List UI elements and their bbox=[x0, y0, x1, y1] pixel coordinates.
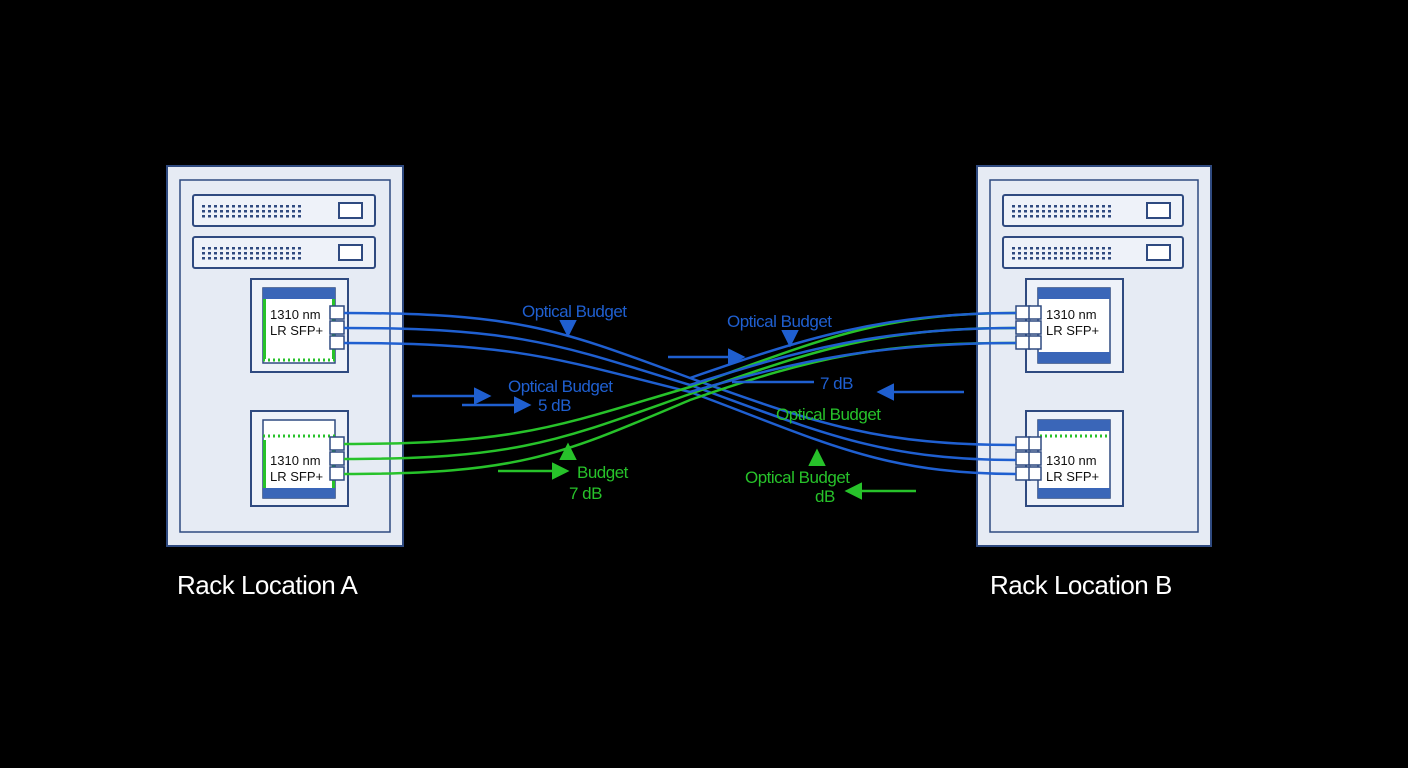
fiber-port bbox=[329, 320, 345, 335]
transceiver-wavelength-a-top: 1310 nm bbox=[270, 307, 321, 322]
annotation-green-bottom-left-title: Budget bbox=[577, 463, 629, 482]
annotation-blue-top-right: Optical Budget bbox=[727, 312, 832, 331]
fiber-port bbox=[1015, 320, 1031, 335]
drive-bay-icon bbox=[1146, 202, 1171, 219]
transceiver-type-a-top: LR SFP+ bbox=[270, 323, 323, 338]
transceiver-type-b-bottom: LR SFP+ bbox=[1046, 469, 1099, 484]
annotation-green-bottom-right-value: dB bbox=[815, 487, 835, 506]
annotation-blue-mid-left-value: 5 dB bbox=[538, 396, 571, 415]
transceiver-wavelength-a-bottom: 1310 nm bbox=[270, 453, 321, 468]
vent-dots bbox=[202, 247, 301, 260]
transceiver-type-b-top: LR SFP+ bbox=[1046, 323, 1099, 338]
fiber-bundle-green bbox=[343, 311, 1017, 476]
annotation-green-bottom-left-value: 7 dB bbox=[569, 484, 602, 503]
annotation-green-bottom-right-title: Optical Budget bbox=[745, 468, 850, 487]
transceiver-wavelength-b-bottom: 1310 nm bbox=[1046, 453, 1097, 468]
fiber-port bbox=[329, 466, 345, 481]
rack-a bbox=[166, 165, 404, 547]
vent-dots bbox=[1012, 247, 1111, 260]
server-unit-a2 bbox=[192, 236, 376, 269]
rack-b bbox=[976, 165, 1212, 547]
fiber-port bbox=[1015, 451, 1031, 466]
fiber-port bbox=[329, 451, 345, 466]
fiber-port bbox=[1015, 335, 1031, 350]
fiber-port bbox=[329, 335, 345, 350]
drive-bay-icon bbox=[1146, 244, 1171, 261]
fiber-port bbox=[329, 436, 345, 451]
annotation-blue-mid-left-title: Optical Budget bbox=[508, 377, 613, 396]
server-unit-a1 bbox=[192, 194, 376, 227]
vent-dots bbox=[202, 205, 301, 218]
vent-dots bbox=[1012, 205, 1111, 218]
fiber-port bbox=[1015, 305, 1031, 320]
drive-bay-icon bbox=[338, 202, 363, 219]
transceiver-type-a-bottom: LR SFP+ bbox=[270, 469, 323, 484]
rack-label-b: Rack Location B bbox=[990, 570, 1172, 600]
annotation-green-mid-right-title: Optical Budget bbox=[776, 405, 881, 424]
fiber-port bbox=[1015, 466, 1031, 481]
fiber-port bbox=[329, 305, 345, 320]
fiber-bundle-blue bbox=[343, 311, 1017, 476]
sfp-module-b-bottom bbox=[1015, 410, 1124, 507]
transceiver-wavelength-b-top: 1310 nm bbox=[1046, 307, 1097, 322]
annotation-blue-top-left: Optical Budget bbox=[522, 302, 627, 321]
sfp-module-a-top bbox=[250, 278, 349, 373]
fiber-port bbox=[1015, 436, 1031, 451]
rack-label-a: Rack Location A bbox=[177, 570, 358, 600]
annotation-blue-mid-right-value: 7 dB bbox=[820, 374, 853, 393]
sfp-module-b-top bbox=[1015, 278, 1124, 373]
drive-bay-icon bbox=[338, 244, 363, 261]
